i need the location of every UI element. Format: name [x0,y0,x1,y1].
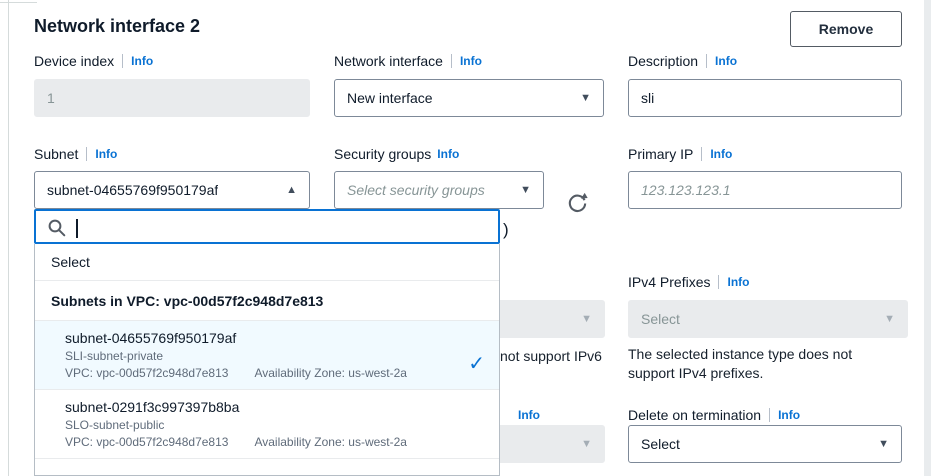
divider [35,458,499,459]
divider [35,389,499,390]
chevron-down-icon: ▼ [581,313,592,325]
page-title: Network interface 2 [34,16,201,36]
security-groups-info-link[interactable]: Info [437,147,460,161]
label-divider [450,54,452,68]
description-input[interactable] [628,79,902,117]
ipv4-prefixes-label: IPv4 Prefixes [628,274,711,290]
description-label-row: Description Info [628,52,737,70]
subnet-option-meta: VPC: vpc-00d57f2c948d7e813 Availability … [65,435,483,449]
label-divider [86,147,88,161]
subnet-option-selected[interactable]: subnet-04655769f950179af SLI-subnet-priv… [35,321,499,389]
check-icon: ✓ [468,353,485,375]
network-interface-info-link[interactable]: Info [459,54,482,68]
device-index-input [34,79,310,117]
refresh-icon [566,192,589,218]
description-info-link[interactable]: Info [715,54,738,68]
subnet-option-az: Availability Zone: us-west-2a [254,435,407,449]
chevron-up-icon: ▲ [286,184,297,196]
subnet-dropdown-panel: Select Subnets in VPC: vpc-00d57f2c948d7… [34,209,500,476]
primary-ip-label-row: Primary IP Info [628,145,732,163]
card-left-border [8,0,9,476]
delete-on-termination-label-row: Delete on termination Info [628,406,800,424]
text-cursor [76,219,78,238]
subnet-option-none[interactable]: Select [51,254,90,270]
ipv6-helper-text: not support IPv6 [500,348,602,364]
subnet-search-box[interactable] [34,209,500,244]
chevron-down-icon: ▼ [581,438,592,450]
delete-on-termination-info-link[interactable]: Info [778,408,801,422]
security-groups-label-row: Security groups Info [334,145,459,163]
ipv4-prefixes-label-row: IPv4 Prefixes Info [628,273,749,291]
occluded-field-info-link[interactable]: Info [518,408,540,422]
label-divider [122,54,124,68]
chevron-down-icon: ▼ [878,438,889,450]
subnet-option-name: SLI-subnet-private [65,349,164,363]
device-index-label: Device index [34,53,115,69]
primary-ip-input[interactable] [628,171,902,209]
security-groups-placeholder: Select security groups [347,182,485,198]
subnet-info-link[interactable]: Info [95,147,118,161]
ipv4-prefixes-select-disabled: Select ▼ [628,300,908,338]
scrollbar-track[interactable] [924,0,931,476]
device-index-label-row: Device index Info [34,52,153,70]
subnet-select-trigger[interactable]: subnet-04655769f950179af ▲ [34,171,310,209]
subnet-option-name: SLO-subnet-public [65,418,165,432]
network-interface-label-row: Network interface Info [334,52,482,70]
divider [35,280,499,281]
delete-on-termination-value: Select [641,436,680,452]
label-divider [701,147,703,161]
label-divider [769,408,771,422]
subnet-group-header: Subnets in VPC: vpc-00d57f2c948d7e813 [51,292,324,309]
subnet-option-vpc: VPC: vpc-00d57f2c948d7e813 [65,366,229,380]
delete-on-termination-label: Delete on termination [628,407,762,423]
ipv4-prefixes-helper-text: The selected instance type does not supp… [628,346,853,381]
subnet-option-az: Availability Zone: us-west-2a [254,366,407,380]
chevron-down-icon: ▼ [580,92,591,104]
subnet-option-meta: VPC: vpc-00d57f2c948d7e813 Availability … [65,366,483,380]
subnet-option-vpc: VPC: vpc-00d57f2c948d7e813 [65,435,229,449]
network-interface-select[interactable]: New interface ▼ [334,79,604,117]
ipv4-prefixes-placeholder: Select [641,311,680,327]
label-divider [718,275,720,289]
occluded-text-fragment: ) [503,220,509,239]
primary-ip-info-link[interactable]: Info [710,147,733,161]
subnet-option[interactable]: subnet-0291f3c997397b8ba SLO-subnet-publ… [35,390,499,458]
search-icon [47,218,67,243]
device-index-info-link[interactable]: Info [131,54,154,68]
primary-ip-label: Primary IP [628,146,694,162]
subnet-search-input[interactable] [74,213,498,240]
subnet-option-id: subnet-04655769f950179af [65,330,237,346]
description-label: Description [628,53,699,69]
label-divider [706,54,708,68]
security-groups-select[interactable]: Select security groups ▼ [334,171,544,209]
remove-button[interactable]: Remove [790,11,902,47]
subnet-options-list: Select Subnets in VPC: vpc-00d57f2c948d7… [34,244,500,476]
delete-on-termination-select[interactable]: Select ▼ [628,425,902,463]
chevron-down-icon: ▼ [884,313,895,325]
network-interface-label: Network interface [334,53,443,69]
card-top-border [0,2,37,3]
subnet-label: Subnet [34,146,79,162]
ipv4-prefixes-info-link[interactable]: Info [727,275,750,289]
security-groups-label: Security groups [334,146,432,162]
refresh-security-groups-button[interactable] [563,191,591,219]
subnet-select-value: subnet-04655769f950179af [47,182,219,198]
network-interface-select-value: New interface [347,90,433,106]
subnet-label-row: Subnet Info [34,145,117,163]
chevron-down-icon: ▼ [520,184,531,196]
divider [35,320,499,321]
occluded-field-label-row: Info [518,406,540,424]
subnet-option-id: subnet-0291f3c997397b8ba [65,399,240,415]
